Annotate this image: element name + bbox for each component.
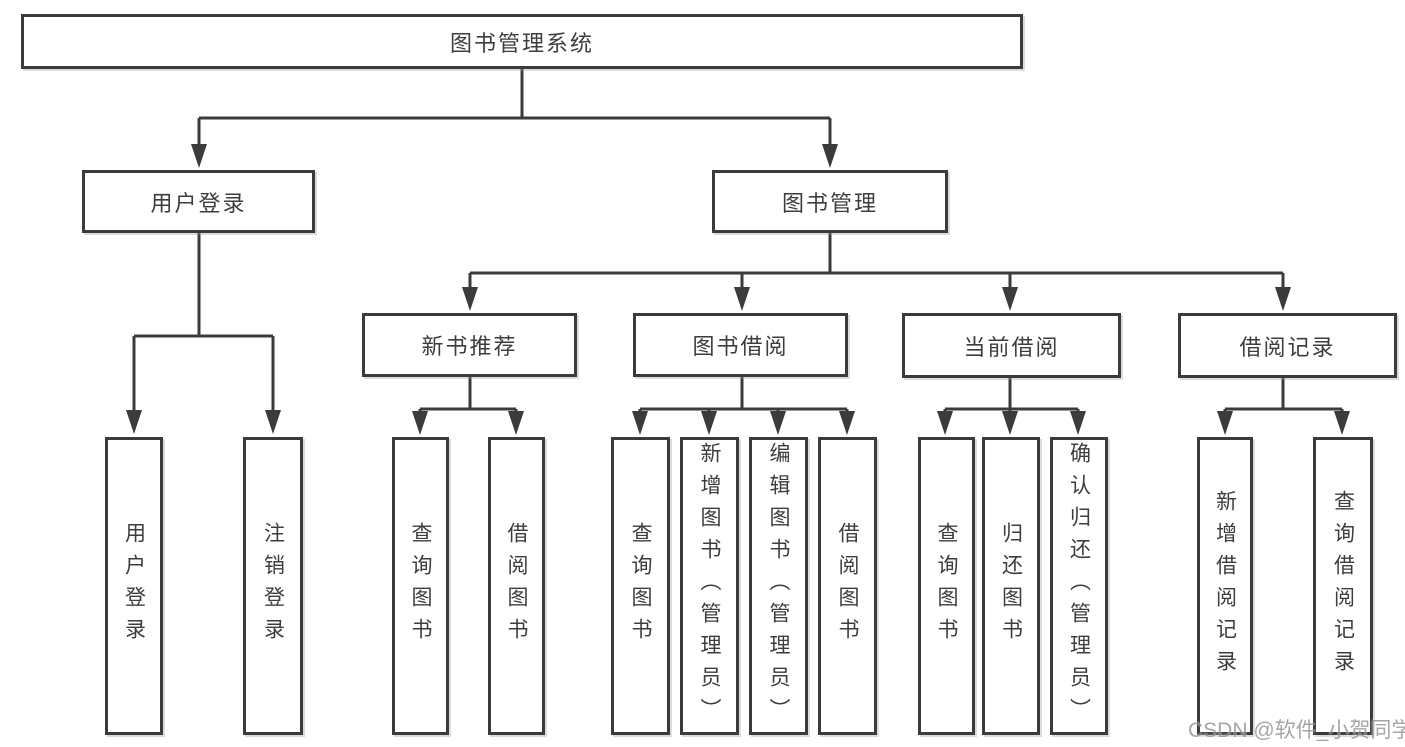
connector-root-to-level2 (197, 68, 832, 146)
leaf-records-add-record: 新增借阅记录 (1197, 437, 1253, 735)
leaf-user-login: 用户登录 (105, 437, 163, 735)
leaf-label: 查询借阅记录 (1331, 490, 1355, 682)
node-label: 新书推荐 (421, 334, 518, 359)
leaf-label: 查询图书 (629, 522, 652, 650)
node-root-system: 图书管理系统 (21, 14, 1023, 69)
leaf-label: 查询图书 (409, 522, 432, 650)
node-label: 图书管理 (781, 190, 878, 216)
leaf-label: 查询图书 (935, 522, 958, 650)
arrowhead-icon (734, 287, 750, 311)
leaf-records-query-record: 查询借阅记录 (1313, 437, 1373, 735)
connector-newbooks-to-leaves (418, 377, 518, 414)
leaf-borrow-query-books: 查询图书 (611, 437, 670, 735)
connector-records-to-leaves (1223, 378, 1344, 414)
leaf-newrec-query-books: 查询图书 (392, 437, 449, 735)
node-label: 借阅记录 (1239, 334, 1336, 360)
leaf-label: 编辑图书（管理员） (767, 442, 790, 730)
node-current-borrow: 当前借阅 (902, 313, 1121, 378)
arrowhead-icon (126, 410, 142, 434)
connector-userlogin-to-leaves (132, 233, 275, 412)
node-label: 图书管理系统 (449, 30, 594, 56)
connector-bookborrow-to-leaves (638, 377, 849, 414)
leaf-label: 归还图书 (999, 522, 1023, 650)
leaf-borrow-borrow-books: 借阅图书 (818, 437, 877, 735)
node-label: 图书借阅 (692, 334, 789, 359)
arrowhead-icon (701, 411, 717, 435)
node-new-book-recommend: 新书推荐 (362, 313, 577, 377)
arrowhead-icon (412, 411, 428, 435)
node-book-management: 图书管理 (712, 170, 948, 233)
leaf-current-confirm-return-admin: 确认归还（管理员） (1050, 437, 1108, 735)
arrowhead-icon (1070, 411, 1086, 435)
leaf-newrec-borrow-books: 借阅图书 (488, 437, 545, 735)
arrowhead-icon (770, 411, 786, 435)
leaf-current-return-books: 归还图书 (982, 437, 1040, 735)
arrowhead-icon (265, 410, 281, 434)
arrowhead-icon (191, 144, 207, 168)
leaf-label: 新增借阅记录 (1213, 490, 1237, 682)
node-borrow-records: 借阅记录 (1178, 313, 1397, 378)
connector-bookmgmt-to-level3 (468, 233, 1285, 289)
connector-currentborrow-to-leaves (943, 378, 1080, 414)
leaf-current-query-books: 查询图书 (918, 437, 975, 735)
arrowhead-icon (508, 411, 524, 435)
arrowhead-icon (839, 411, 855, 435)
node-user-login: 用户登录 (82, 170, 315, 233)
node-book-borrow: 图书借阅 (633, 313, 848, 377)
csdn-watermark: CSDN @软件_小贺同学 (1188, 719, 1405, 742)
arrowhead-icon (937, 411, 953, 435)
leaf-label: 用户登录 (122, 522, 146, 650)
arrowhead-icon (632, 411, 648, 435)
arrowhead-icon (1217, 411, 1233, 435)
arrowhead-icon (1334, 411, 1350, 435)
arrowhead-icon (1002, 411, 1018, 435)
leaf-label: 借阅图书 (505, 522, 528, 650)
arrowhead-icon (462, 287, 478, 311)
leaf-label: 新增图书（管理员） (698, 442, 721, 730)
leaf-label: 确认归还（管理员） (1067, 442, 1091, 730)
node-label: 用户登录 (150, 190, 247, 216)
leaf-logout: 注销登录 (243, 437, 303, 735)
arrowhead-icon (822, 144, 838, 168)
leaf-label: 注销登录 (261, 522, 285, 650)
arrowhead-icon (1275, 287, 1291, 311)
leaf-label: 借阅图书 (836, 522, 859, 650)
leaf-borrow-edit-books-admin: 编辑图书（管理员） (749, 437, 808, 735)
leaf-borrow-add-books-admin: 新增图书（管理员） (680, 437, 739, 735)
node-label: 当前借阅 (963, 334, 1060, 360)
arrowhead-icon (1002, 287, 1018, 311)
